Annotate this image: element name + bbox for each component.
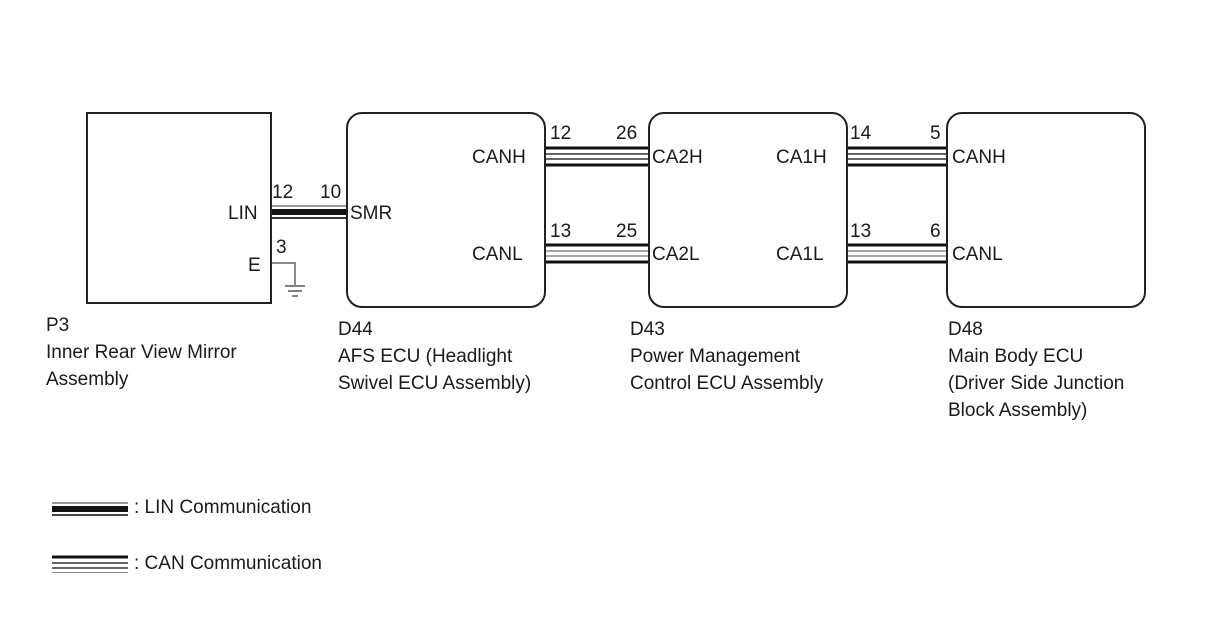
p3-lin-pin-number: 12 <box>272 182 294 203</box>
d43-ca1h-pin-number: 14 <box>850 123 872 144</box>
d44-afs-ecu-box <box>346 112 546 308</box>
d44-code: D44 <box>338 319 373 340</box>
d43-name-line-2: Control ECU Assembly <box>630 373 824 394</box>
can-line-swatch-icon <box>52 555 128 573</box>
d43-ca2h-pin-label: CA2H <box>652 147 703 168</box>
d44-canl-pin-number: 13 <box>550 221 572 242</box>
d43-caption: D43 Power Management Control ECU Assembl… <box>630 316 823 397</box>
can-wire-d43-d48-low <box>848 243 946 264</box>
legend-lin: : LIN Communication <box>52 497 311 519</box>
d43-ca1l-pin-label: CA1L <box>776 244 824 265</box>
can-wire-d44-d43-low <box>546 243 648 264</box>
p3-caption: P3 Inner Rear View Mirror Assembly <box>46 312 237 393</box>
d44-name-line-2: Swivel ECU Assembly) <box>338 373 532 394</box>
d43-ca2l-pin-number: 25 <box>616 221 638 242</box>
d48-canl-pin-label: CANL <box>952 244 1003 265</box>
p3-e-pin-label: E <box>248 255 261 276</box>
p3-code: P3 <box>46 315 70 336</box>
legend-can: : CAN Communication <box>52 553 322 575</box>
d48-caption: D48 Main Body ECU (Driver Side Junction … <box>948 316 1124 424</box>
d43-ca2l-pin-label: CA2L <box>652 244 700 265</box>
d43-name-line-1: Power Management <box>630 346 801 367</box>
d44-canh-pin-label: CANH <box>472 147 526 168</box>
lin-wire-p3-d44 <box>272 205 346 219</box>
d44-canh-pin-number: 12 <box>550 123 572 144</box>
p3-e-pin-number: 3 <box>276 237 287 258</box>
p3-lin-pin-label: LIN <box>228 203 258 224</box>
d48-canh-pin-number: 5 <box>930 123 941 144</box>
ground-icon <box>285 285 305 297</box>
d44-smr-pin-label: SMR <box>350 203 393 224</box>
d44-name-line-1: AFS ECU (Headlight <box>338 346 513 367</box>
d44-caption: D44 AFS ECU (Headlight Swivel ECU Assemb… <box>338 316 531 397</box>
legend-can-label: : CAN Communication <box>134 553 322 574</box>
p3-name-line-2: Assembly <box>46 369 129 390</box>
d44-smr-pin-number: 10 <box>320 182 342 203</box>
can-wire-d44-d43-high <box>546 146 648 167</box>
can-wire-d43-d48-high <box>848 146 946 167</box>
d48-name-line-3: Block Assembly) <box>948 400 1088 421</box>
d48-canh-pin-label: CANH <box>952 147 1006 168</box>
lin-line-swatch-icon <box>52 502 128 516</box>
d48-code: D48 <box>948 319 983 340</box>
ground-wire <box>272 262 296 285</box>
d43-ca2h-pin-number: 26 <box>616 123 638 144</box>
d43-ca1l-pin-number: 13 <box>850 221 872 242</box>
legend-lin-label: : LIN Communication <box>134 497 312 518</box>
d43-ca1h-pin-label: CA1H <box>776 147 827 168</box>
d48-canl-pin-number: 6 <box>930 221 941 242</box>
p3-mirror-box <box>86 112 272 304</box>
p3-name-line-1: Inner Rear View Mirror <box>46 342 237 363</box>
d48-name-line-2: (Driver Side Junction <box>948 373 1125 394</box>
d48-main-body-ecu-box <box>946 112 1146 308</box>
d43-power-management-ecu-box <box>648 112 848 308</box>
d44-canl-pin-label: CANL <box>472 244 523 265</box>
d48-name-line-1: Main Body ECU <box>948 346 1084 367</box>
d43-code: D43 <box>630 319 665 340</box>
